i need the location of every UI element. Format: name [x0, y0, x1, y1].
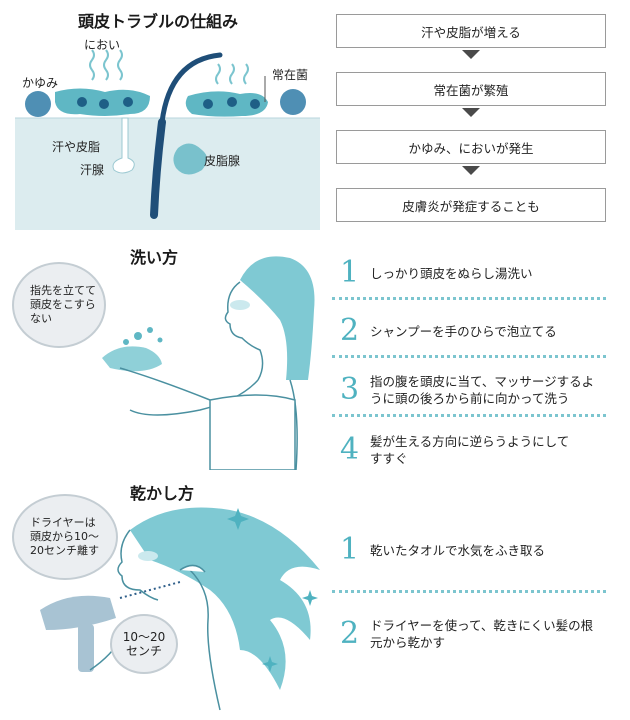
step-number: 1 — [340, 532, 360, 567]
flow-step-4: 皮膚炎が発症することも — [336, 188, 606, 222]
step-number: 2 — [340, 616, 360, 651]
dry-illustration — [40, 507, 320, 711]
label-itch: かゆみ — [22, 76, 59, 90]
wash-illustration — [102, 256, 315, 470]
step-text: しっかり頭皮をぬらし湯洗い — [370, 265, 533, 281]
dry-tip-line: 20センチ離す — [30, 544, 99, 557]
scalp-illustration — [15, 49, 320, 230]
divider — [332, 414, 606, 417]
distance-value: 10～20 — [122, 630, 166, 644]
step-number: 1 — [340, 255, 360, 290]
foam — [102, 346, 162, 372]
step-text: シャンプーを手のひらで泡立てる — [370, 323, 557, 339]
flow-step-2: 常在菌が繁殖 — [336, 72, 606, 106]
wash-tip-line: ない — [30, 312, 52, 325]
label-sweat-gland: 汗腺 — [80, 163, 105, 177]
distance-bubble: 10～20 センチ — [110, 614, 178, 674]
step-text: ドライヤーを使って、乾きにくい髪の根元から乾かす — [370, 618, 594, 650]
flow-arrow-icon — [462, 50, 480, 59]
skin-layer — [15, 118, 320, 230]
sebaceous-gland — [173, 143, 207, 175]
dry-step-1: 1 乾いたタオルで水気をふき取る — [340, 534, 610, 566]
wash-step-1: 1 しっかり頭皮をぬらし湯洗い — [340, 258, 610, 288]
wash-tip-line: 頭皮をこすら — [30, 298, 96, 311]
distance-unit: センチ — [125, 644, 162, 658]
dry-tip-line: ドライヤーは — [30, 516, 96, 529]
wash-tip-line: 指先を立てて — [30, 284, 96, 297]
divider — [332, 590, 606, 593]
dryer-icon — [40, 595, 116, 630]
divider — [332, 355, 606, 358]
label-sebaceous-gland: 皮脂腺 — [204, 154, 241, 168]
sebum-right — [185, 91, 268, 117]
dry-tip-bubble: ドライヤーは 頭皮から10～ 20センチ離す — [12, 494, 118, 580]
flow-step-1: 汗や皮脂が増える — [336, 14, 606, 48]
step-text: 指の腹を頭皮に当て、マッサージするように頭の後ろから前に向かって洗う — [370, 374, 595, 406]
hair-root — [150, 118, 166, 219]
dry-step-2: 2 ドライヤーを使って、乾きにくい髪の根元から乾かす — [340, 616, 610, 652]
wash-hair — [240, 256, 315, 380]
dry-title: 乾かし方 — [130, 484, 195, 503]
step-text: 乾いたタオルで水気をふき取る — [370, 542, 546, 558]
distance-line — [119, 581, 181, 599]
step-number: 3 — [340, 372, 360, 407]
step-number: 4 — [340, 432, 360, 467]
step-number: 2 — [340, 313, 360, 348]
flow-arrow-icon — [462, 108, 480, 117]
label-sweat-sebum: 汗や皮脂 — [52, 140, 101, 154]
itch-right — [280, 89, 306, 115]
itch-left — [25, 91, 51, 117]
trouble-title: 頭皮トラブルの仕組み — [78, 12, 239, 31]
dry-tip-line: 頭皮から10～ — [30, 530, 99, 543]
label-bacteria: 常在菌 — [272, 68, 309, 82]
dry-hair — [130, 507, 320, 690]
label-smell: におい — [84, 38, 121, 52]
hair-shaft — [159, 52, 223, 125]
wash-step-2: 2 シャンプーを手のひらで泡立てる — [340, 316, 610, 346]
wash-step-4: 4 髪が生える方向に逆らうようにしてすすぐ — [340, 432, 610, 468]
step-text: 髪が生える方向に逆らうようにしてすすぐ — [370, 434, 570, 466]
flow-step-3: かゆみ、においが発生 — [336, 130, 606, 164]
flow-arrow-icon — [462, 166, 480, 175]
sweat-gland — [112, 117, 135, 174]
wash-title: 洗い方 — [130, 248, 179, 267]
divider — [332, 297, 606, 300]
wash-tip-bubble: 指先を立てて 頭皮をこすら ない — [12, 262, 106, 348]
smell-waves — [89, 49, 249, 85]
wash-step-3: 3 指の腹を頭皮に当て、マッサージするように頭の後ろから前に向かって洗う — [340, 372, 610, 408]
